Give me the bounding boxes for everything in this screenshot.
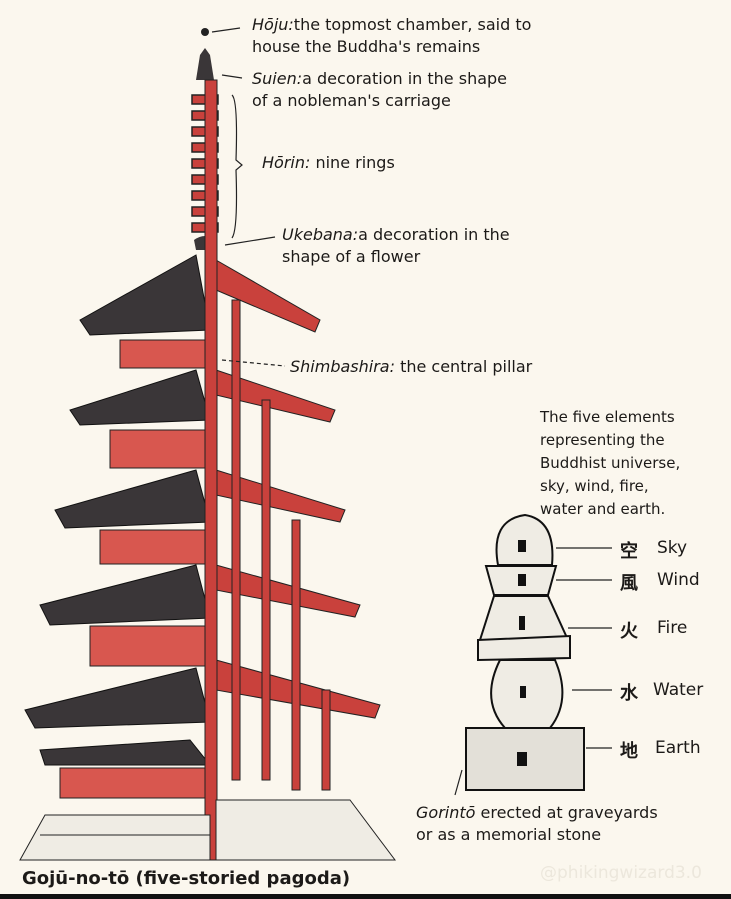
desc: nine rings [310, 153, 395, 172]
watermark: @phikingwizard3.0 [540, 863, 702, 883]
element-arrows [454, 547, 612, 796]
diagram-title: Gojū-no-tō (five-storied pagoda) [22, 868, 351, 889]
term: Hōju: [252, 15, 294, 34]
caption-line: water and earth. [540, 500, 666, 518]
element-sky: Sky [657, 538, 688, 558]
term: Ukebana: [282, 225, 359, 244]
element-fire: Fire [657, 618, 688, 638]
kanji-wind: 風 [620, 573, 638, 594]
element-water: Water [653, 680, 704, 700]
gorinto-stone [465, 513, 585, 791]
bottom-border [0, 894, 731, 899]
label-horin: Hōrin: nine rings [262, 152, 395, 174]
label-shimbashira: Shimbashira: the central pillar [290, 356, 532, 378]
caption-line: sky, wind, fire, [540, 477, 649, 495]
desc: erected at graveyards [475, 803, 658, 822]
desc: of a nobleman's carriage [252, 91, 451, 110]
desc: the topmost chamber, said to [293, 15, 532, 34]
framework [215, 259, 381, 791]
label-ukebana: Ukebana:a decoration in the shape of a fl… [282, 224, 510, 268]
kanji-sky: 空 [620, 541, 638, 562]
element-earth: Earth [655, 738, 701, 758]
label-suien: Suien:a decoration in the shape of a nobl… [252, 68, 507, 112]
sanskrit-glyphs [517, 540, 527, 766]
term: Suien: [252, 69, 303, 88]
caption-line: The five elements [540, 408, 675, 426]
kanji-fire: 火 [620, 621, 638, 642]
base [19, 799, 396, 861]
roofs [24, 254, 212, 766]
label-hoju: Hōju:the topmost chamber, said to house t… [252, 14, 531, 58]
element-wind: Wind [657, 570, 700, 590]
term: Hōrin: [262, 153, 311, 172]
five-elements-caption: The five elements representing the Buddh… [540, 406, 680, 521]
desc: a decoration in the shape [302, 69, 508, 88]
label-gorinto: Gorintō erected at graveyards or as a mem… [416, 802, 658, 846]
pointer-lines [211, 27, 286, 367]
desc: or as a memorial stone [416, 825, 602, 844]
brackets [59, 339, 211, 799]
caption-line: Buddhist universe, [540, 454, 681, 472]
desc: shape of a flower [282, 247, 421, 266]
term: Shimbashira: [290, 357, 395, 376]
term: Gorintō [416, 803, 476, 822]
kanji-water: 水 [620, 683, 638, 704]
desc: a decoration in the [358, 225, 510, 244]
desc: the central pillar [394, 357, 533, 376]
desc: house the Buddha's remains [252, 37, 481, 56]
kanji-earth: 地 [620, 741, 638, 762]
central-pillar [204, 79, 218, 861]
caption-line: representing the [540, 431, 665, 449]
